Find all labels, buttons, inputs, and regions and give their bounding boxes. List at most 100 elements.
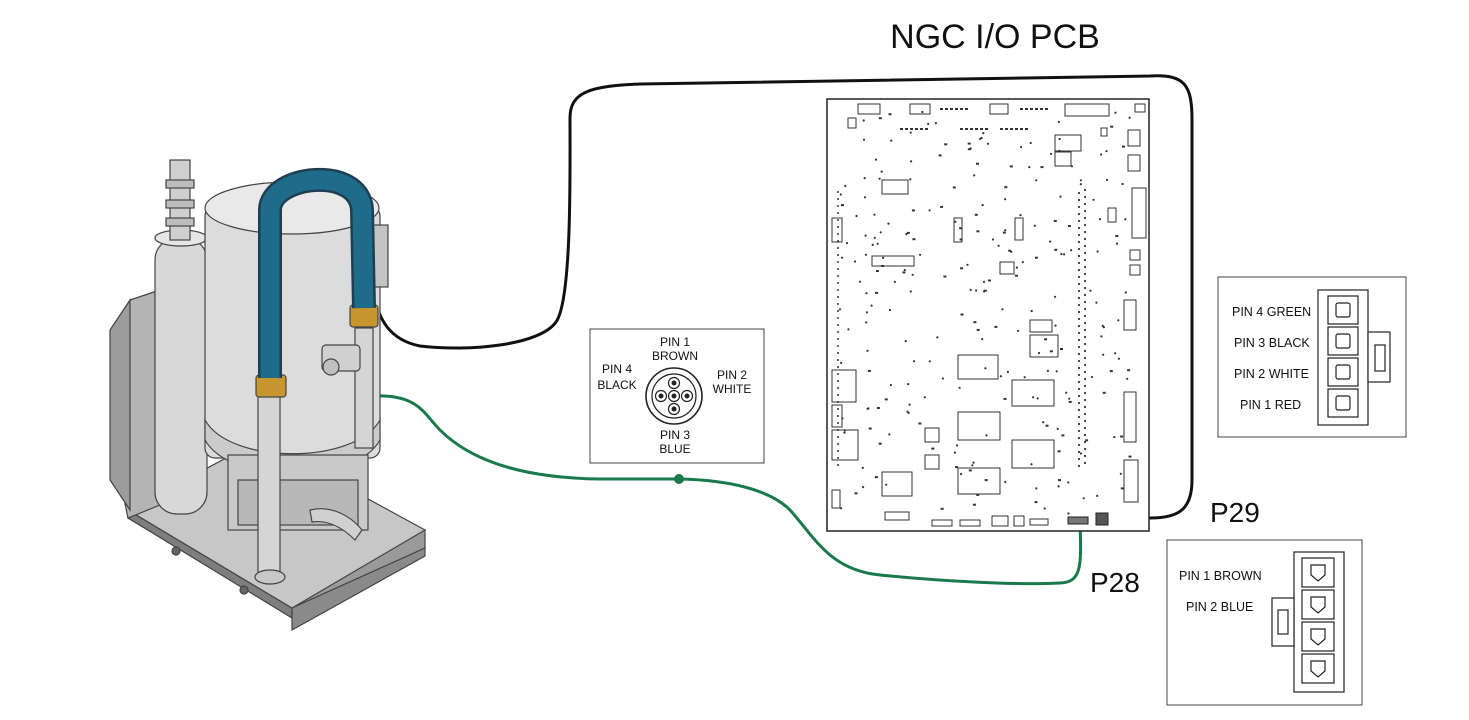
pcb-via — [908, 403, 911, 406]
pcb-via — [985, 434, 988, 437]
pcb-via — [837, 394, 839, 396]
p28-connector-drawing — [1271, 551, 1345, 693]
pcb-pad — [973, 321, 977, 324]
pcb-via — [1083, 391, 1087, 395]
pcb-via — [1121, 182, 1124, 186]
pin3-color: BLUE — [659, 442, 690, 456]
pcb-via — [1019, 145, 1023, 149]
pcb-component — [1129, 264, 1141, 276]
pcb-pad — [940, 205, 944, 208]
pcb-via — [984, 367, 987, 370]
pcb-via — [837, 429, 839, 431]
pcb-via — [955, 444, 959, 447]
pcb-pad — [912, 238, 916, 241]
pcb-via — [1083, 440, 1087, 444]
pcb-via — [840, 256, 844, 259]
pcb-via — [1090, 375, 1093, 379]
pcb-via — [837, 408, 839, 410]
pcb-via — [867, 407, 870, 410]
p29-pin4: PIN 4 GREEN — [1232, 305, 1311, 319]
pcb-via — [1079, 183, 1082, 186]
pcb-pin — [920, 128, 923, 130]
pcb-via — [1035, 487, 1038, 490]
pcb-via — [879, 231, 882, 234]
pcb-via — [941, 377, 945, 380]
pcb-via — [837, 212, 839, 214]
pcb-via — [1098, 218, 1101, 221]
pcb-via — [982, 132, 985, 135]
pcb-component — [957, 354, 999, 380]
pcb-via — [1077, 212, 1081, 216]
pcb-component — [1064, 103, 1110, 117]
pcb-pin — [960, 108, 963, 110]
pin1-color: BROWN — [652, 349, 698, 363]
pcb-via — [1083, 349, 1087, 353]
pcb-via — [999, 375, 1003, 378]
pcb-via — [837, 261, 839, 263]
pcb-via — [1114, 111, 1117, 114]
pcb-via — [882, 256, 885, 259]
pcb-pad — [1044, 338, 1048, 341]
pcb-via — [921, 110, 924, 114]
pcb-via — [1083, 258, 1087, 262]
pcb-via — [1083, 384, 1087, 388]
pcb-via — [1077, 345, 1081, 349]
pcb-via — [837, 254, 839, 256]
pcb-pad — [878, 117, 882, 120]
pcb-via — [1077, 373, 1081, 377]
pcb-via — [1083, 293, 1087, 297]
air-compressor-assembly — [109, 159, 427, 632]
pcb-via — [1023, 376, 1026, 379]
pcb-via — [1063, 253, 1066, 256]
pcb-pad — [983, 289, 987, 292]
pcb-via — [905, 233, 908, 236]
pcb-pin — [980, 128, 983, 130]
pcb-via — [919, 253, 922, 256]
pcb-component — [831, 429, 859, 461]
pcb-via — [1083, 251, 1087, 255]
pcb-pin — [1015, 128, 1018, 130]
pcb-via — [997, 244, 1000, 247]
pcb-component — [959, 519, 981, 527]
pcb-component — [999, 261, 1015, 275]
pcb-component — [957, 467, 1001, 495]
pcb-pin — [1010, 128, 1013, 130]
pcb-via — [873, 213, 876, 216]
pin2-label: PIN 2 — [717, 368, 747, 382]
pcb-via — [1029, 141, 1032, 145]
pcb-via — [906, 410, 909, 413]
pcb-via — [1077, 338, 1081, 342]
pcb-via — [1119, 472, 1122, 475]
pcb-via — [1083, 447, 1087, 451]
pcb-via — [1067, 512, 1070, 515]
pcb-via — [837, 198, 839, 200]
pcb-pad — [854, 492, 858, 495]
pcb-via — [1117, 357, 1120, 360]
pcb-pad — [888, 113, 892, 116]
pcb-via — [1083, 202, 1087, 206]
pcb-via — [837, 366, 839, 368]
pcb-via — [1077, 401, 1081, 405]
pcb-via — [1028, 166, 1031, 169]
p28-pin1: PIN 1 BROWN — [1179, 569, 1262, 583]
pcb-pad — [1110, 125, 1114, 128]
pcb-component — [1011, 379, 1055, 407]
p29-label: P29 — [1210, 497, 1260, 528]
pcb-via — [1096, 494, 1099, 497]
pcb-via — [1077, 296, 1081, 300]
pcb-via — [837, 191, 839, 193]
pcb-via — [1070, 165, 1074, 168]
pcb-via — [983, 290, 986, 293]
pcb-via — [1017, 329, 1020, 332]
pcb-via — [1102, 353, 1105, 356]
pcb-component — [924, 454, 940, 470]
pcb-via — [1056, 427, 1059, 430]
pcb-pad — [906, 231, 910, 234]
pcb-pin — [985, 128, 988, 130]
p29-pin2: PIN 2 WHITE — [1234, 367, 1309, 381]
pcb-pad — [1068, 400, 1072, 403]
pcb-via — [837, 310, 839, 312]
pcb-pad — [1009, 165, 1013, 168]
pcb-via — [953, 451, 957, 454]
pcb-via — [1117, 319, 1120, 322]
